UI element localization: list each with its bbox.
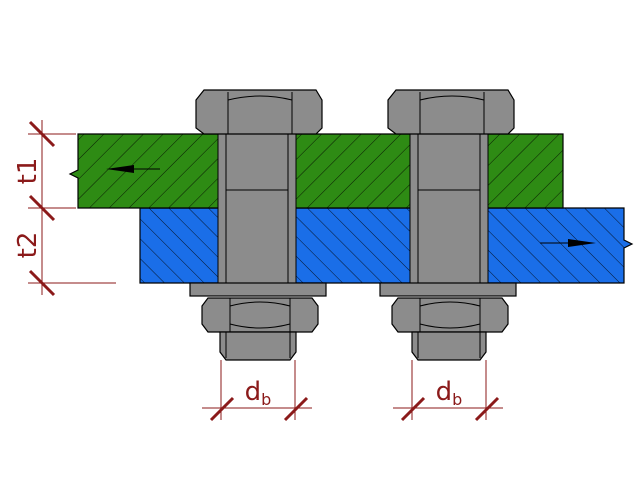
top-plate	[68, 133, 564, 209]
arrow-right-icon	[540, 239, 596, 247]
arrow-left-icon	[106, 165, 160, 173]
bolt-left	[189, 89, 327, 361]
dimension-t2: t2	[13, 232, 116, 297]
t1-label: t1	[13, 158, 43, 185]
bolt-right	[379, 89, 517, 361]
db-label-left: db	[245, 377, 272, 409]
dimension-db-left: db	[202, 360, 312, 422]
dimension-t1: t1	[13, 120, 76, 295]
bottom-plate	[139, 207, 634, 284]
t2-label: t2	[13, 232, 43, 259]
dimension-db-right: db	[393, 360, 503, 422]
db-label-right: db	[436, 377, 463, 409]
